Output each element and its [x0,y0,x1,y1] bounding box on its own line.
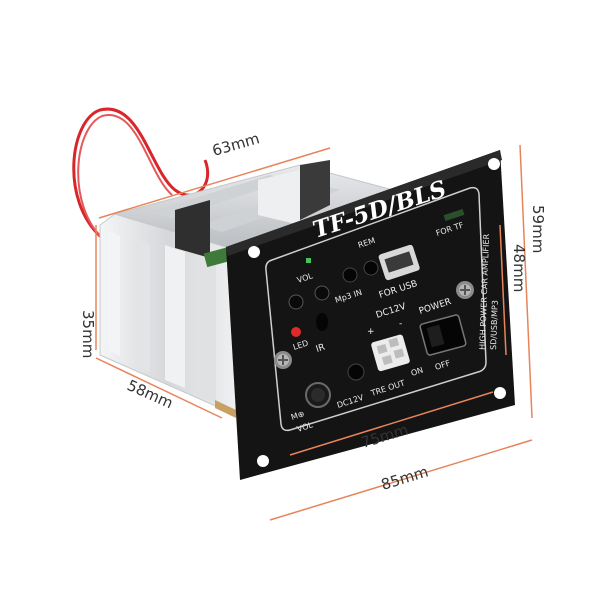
power-switch[interactable] [419,314,467,356]
dim-line-top [98,147,331,219]
dim-left-height: 35mm [79,310,97,358]
status-led [306,258,311,263]
tf-card-slot[interactable] [443,209,465,221]
mount-hole [494,387,506,399]
dim-line-panel-height [519,144,533,419]
dim-top-width: 63mm [210,129,261,160]
dim-inner-height: 48mm [510,244,528,292]
dim-panel-height: 59mm [529,205,547,253]
screw [274,351,292,369]
mount-hole [248,246,260,258]
screw [456,281,474,299]
volume-knob[interactable] [305,382,331,408]
ir-receiver [316,313,328,331]
dim-line-inner-height [499,224,507,356]
tre-out-jack[interactable] [347,363,365,381]
dim-panel-width: 85mm [379,462,430,493]
prev-button[interactable] [288,294,304,310]
led-indicator [291,327,301,337]
dim-line-panel-width [269,439,533,521]
usb-port[interactable] [378,244,421,281]
side-text-1: HIGH POWER CAR AMPLIFIER [478,233,491,350]
dim-line-depth [95,357,223,419]
dc12v-connector[interactable] [370,334,410,372]
on-label: ON [410,366,424,378]
mp3-in-jack[interactable] [363,260,379,276]
dimension-lines [95,144,533,521]
next-button[interactable] [314,285,330,301]
mic-label: M⊕ [290,409,306,422]
front-panel: TF-5D/BLS FOR TF REM VOL Mp3 IN FOR USB … [226,150,515,480]
plus-label: + [367,327,375,337]
side-text-2: SD/USB/MP3 [489,300,500,350]
rem-jack[interactable] [342,267,358,283]
ir-label: IR [315,343,327,355]
dim-line-inner-width [289,391,494,456]
mount-hole [257,455,269,467]
minus-label: - [399,319,402,329]
mount-hole [488,158,500,170]
heatsink [99,160,432,418]
